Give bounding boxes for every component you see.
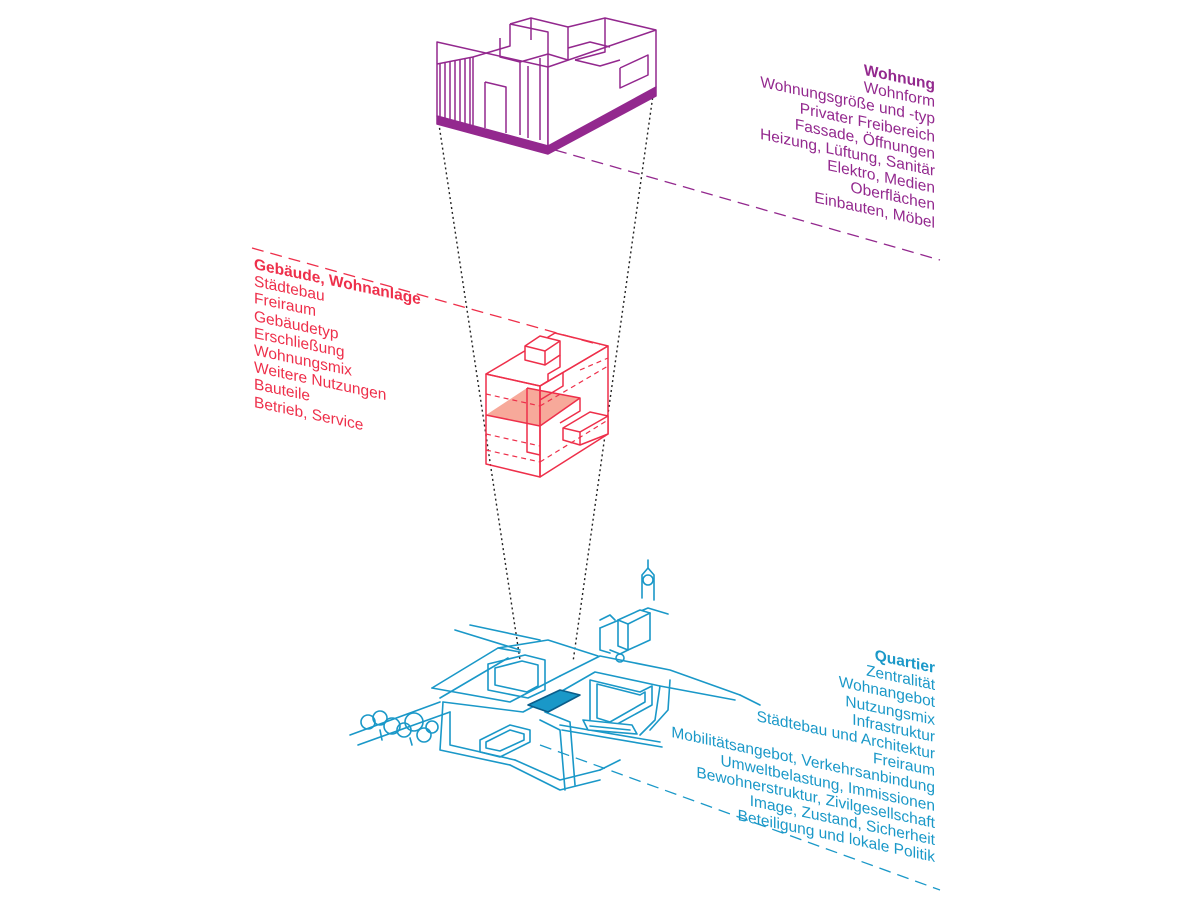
scale-connector-lines xyxy=(437,87,655,663)
highlighted-plot xyxy=(527,689,581,713)
apartment-illustration xyxy=(436,17,657,155)
gebaeude-separator xyxy=(251,247,601,346)
balcony-railing xyxy=(436,56,474,125)
building-illustration xyxy=(485,332,609,478)
tram xyxy=(559,719,663,748)
church-building xyxy=(599,559,669,663)
quartier-separator xyxy=(539,744,941,891)
city-blocks xyxy=(479,654,653,758)
wohnung-separator xyxy=(554,149,941,261)
trees xyxy=(360,710,439,746)
separator-lines xyxy=(251,149,941,891)
neighbourhood-illustration xyxy=(349,559,761,791)
